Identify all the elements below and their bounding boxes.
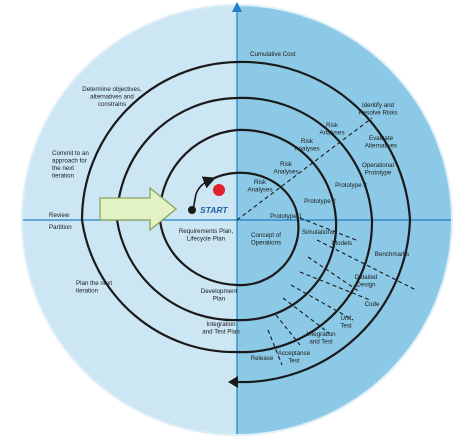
risk-analyses-3-label-line: Risk [301, 138, 314, 145]
simulations-label: Simulations [302, 229, 334, 236]
risk-analyses-1-label-line: Risk [254, 179, 267, 186]
risk-analyses-2-label-line: Analyses [273, 169, 298, 176]
determine-objectives-label-line: Determine objectives, [82, 86, 142, 93]
commit-approach-label-line: Commit to an [52, 150, 89, 157]
cumulative-cost-label: Cumulative Cost [250, 51, 296, 58]
determine-objectives-label-line: constrains [98, 101, 126, 108]
quadrant-bottom-right [237, 220, 451, 434]
acceptance-test-label-line: Acceptance [278, 350, 311, 357]
development-plan-label-line: Development [201, 288, 238, 295]
identify-resolve-risks-label-line: Resolve Risks [358, 110, 397, 117]
risk-analyses-1-label-line: Analyses [247, 187, 272, 194]
models-label-line: Models [332, 240, 352, 247]
start-label: START [200, 205, 228, 215]
requirements-plan-label-line: Lifecycle Plan [187, 236, 226, 243]
plan-next-iteration-label-line: iteration [76, 288, 99, 295]
acceptance-test-label-line: Test [288, 358, 300, 365]
start-arrow [99, 186, 178, 232]
commit-approach-label-line: approach for [52, 158, 87, 165]
operational-prototype-label-line: Operational [362, 162, 394, 169]
integration-test-plan-label-line: Integration [206, 321, 236, 328]
review-label: Review [49, 212, 70, 219]
development-plan-label-line: Plan [213, 296, 226, 303]
axis-arrow-icon [232, 2, 242, 12]
release-label: Release [251, 355, 274, 362]
operational-prototype-label-line: Prototype [365, 170, 392, 177]
prototype-2-label-line: Prototype 2 [304, 198, 336, 205]
risk-analyses-4-label-line: Analyses [319, 130, 344, 137]
risk-analyses-4-label-line: Risk [326, 122, 339, 129]
evaluate-alternatives-label-line: Evaluate [369, 135, 394, 142]
integration-and-test-label-line: and Test [309, 339, 333, 346]
risk-analyses-3-label-line: Analyses [294, 146, 319, 153]
start-dot [188, 206, 196, 214]
integration-test-plan-label-line: and Test Plan [202, 329, 240, 336]
red-dot [213, 184, 225, 196]
spiral-path [80, 60, 412, 384]
prototype-3-label: Prototype 3 [335, 182, 367, 189]
quadrant-bottom-left [23, 220, 237, 434]
code-label-line: Code [365, 301, 380, 308]
prototype-1-label-line: Prototype 1 [270, 213, 302, 220]
requirements-plan-label-line: Requirements Plan, [179, 228, 234, 235]
plan-next-iteration-label-line: Plan the next [76, 280, 112, 287]
code-label: Code [365, 301, 380, 308]
spiral [80, 60, 412, 384]
models-label: Models [332, 240, 352, 247]
spiral-end-arrow-icon [228, 376, 238, 388]
prototype-2-label: Prototype 2 [304, 198, 336, 205]
partition-label: Partition [49, 224, 72, 231]
unit-test-label-line: Unit [340, 315, 351, 322]
benchmarks-label: Benchmarks [375, 251, 409, 258]
determine-objectives-label-line: alternatives and [90, 94, 134, 101]
prototype-1-label: Prototype 1 [270, 213, 302, 220]
identify-resolve-risks-label-line: Identify and [362, 102, 395, 109]
detailed-design-label-line: Detailed [355, 274, 378, 281]
concept-operations-label-line: Concept of [251, 232, 281, 239]
commit-approach-label-line: iteration [52, 173, 75, 180]
spiral-start-hook [192, 176, 216, 211]
integration-and-test-label-line: Integration [306, 331, 336, 338]
simulations-label-line: Simulations [302, 229, 334, 236]
risk-analyses-2-label-line: Risk [280, 161, 293, 168]
commit-approach-label-line: the next [52, 165, 74, 172]
benchmarks-label-line: Benchmarks [375, 251, 409, 258]
unit-test-label-line: Test [340, 323, 352, 330]
release-label-line: Release [251, 355, 274, 362]
concept-operations-label-line: Operations [251, 240, 281, 247]
evaluate-alternatives-label-line: Alternatives [365, 143, 397, 150]
quadrant-top-left [23, 6, 237, 220]
prototype-3-label-line: Prototype 3 [335, 182, 367, 189]
dashed-lines [236, 117, 417, 366]
requirements-plan-label: Requirements Plan,Lifecycle Plan [179, 228, 234, 243]
detailed-design-label-line: Design [356, 282, 376, 289]
